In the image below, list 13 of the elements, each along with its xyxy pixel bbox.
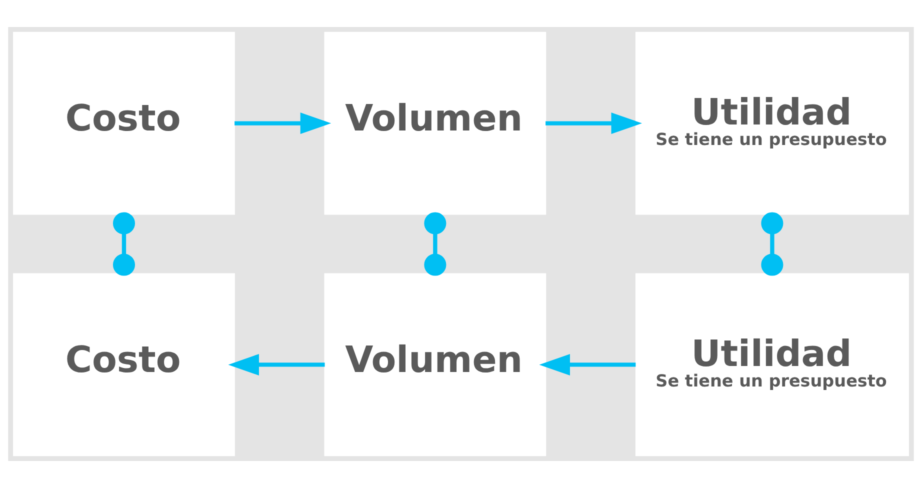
node-box: Volumen [324,272,546,456]
arrow [228,353,325,375]
connector [424,212,446,276]
node-box: Utilidad Se tiene un presupuesto [635,272,909,456]
node-box: Utilidad Se tiene un presupuesto [635,31,909,214]
connector [112,212,136,276]
arrow [234,112,332,134]
node-box: Costo [13,31,235,214]
connector [761,212,784,276]
node-box: Volumen [324,31,546,214]
node-box: Costo [13,272,235,456]
arrow [546,112,642,134]
arrow [539,353,636,375]
